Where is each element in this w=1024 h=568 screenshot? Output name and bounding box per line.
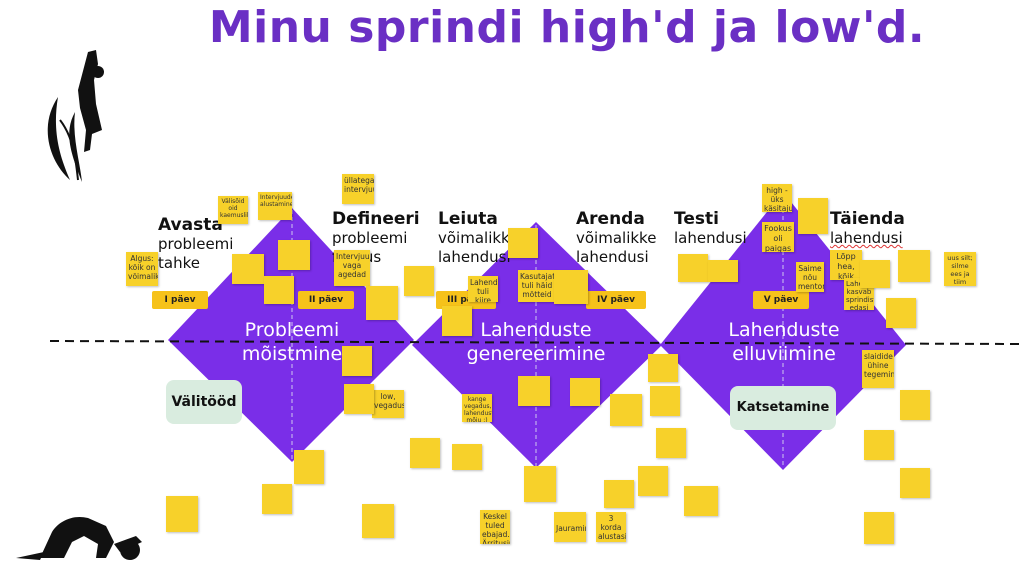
- sticky-note: Välisõid oid kaemuslikud...: [218, 196, 248, 224]
- phase-ideate: Leiuta võimalikke lahendusi: [438, 209, 519, 267]
- sticky-note: [610, 394, 642, 426]
- sticky-note: [898, 250, 930, 282]
- sticky-note: [798, 198, 828, 234]
- sticky-note: [362, 504, 394, 538]
- sticky-note: [604, 480, 634, 508]
- sticky-note: [278, 240, 310, 270]
- sticky-note: [860, 260, 890, 288]
- sticky-note: [656, 428, 686, 458]
- sticky-note: Keskel tuled ebajad. Ärritusin.: [480, 510, 510, 544]
- sticky-note: [864, 512, 894, 544]
- sticky-note: uus silt; silme ees ja tiim töötab hästi…: [944, 252, 976, 286]
- day-tag-1: I päev: [152, 291, 208, 309]
- sticky-note: [264, 276, 294, 304]
- sticky-note: [410, 438, 440, 468]
- sticky-note: Intervjuude alustamine...: [258, 192, 292, 220]
- sticky-note: [452, 444, 482, 470]
- phase-refine: Täienda lahendusi: [830, 209, 905, 248]
- phase-discover: Avasta probleemi tahke: [158, 215, 234, 273]
- sticky-note: [570, 378, 600, 406]
- day-tag-2: II päev: [298, 291, 354, 309]
- sticky-note: [518, 376, 550, 406]
- sticky-note: [684, 486, 718, 516]
- baseline-dashed: [49, 340, 1024, 345]
- sticky-note: Saime nõu mentorilt: [796, 262, 824, 292]
- sticky-note: [678, 254, 708, 282]
- sticky-note: kange vegadus, lahendustööd mõju :): [462, 394, 492, 422]
- sticky-note: Fookus oli paigas :D: [762, 222, 794, 252]
- sticky-note: [232, 254, 264, 284]
- testing-box: Katsetamine: [730, 386, 836, 430]
- sticky-note: [708, 260, 738, 282]
- sticky-note: Jauramine: [554, 512, 586, 542]
- page-title: Minu sprindi high'd ja low'd.: [208, 2, 926, 53]
- sticky-note: [554, 270, 588, 304]
- sticky-note: [886, 298, 916, 328]
- sticky-note: [638, 466, 668, 496]
- sticky-note: slaidide ühine tegemine: [862, 350, 894, 388]
- sticky-note: üllategad intervjuud: [342, 174, 374, 204]
- sticky-note: [524, 466, 556, 502]
- day-tag-4: IV päev: [586, 291, 646, 309]
- phase-develop: Arenda võimalikke lahendusi: [576, 209, 657, 267]
- sticky-note: Intervjuud vaga agedad: [334, 250, 370, 286]
- rising-figure-icon: [47, 50, 104, 182]
- sticky-note: low, vegadus: [372, 390, 404, 418]
- sticky-note: [166, 496, 198, 532]
- sticky-note: Lahendust tuli kiire: [468, 276, 498, 302]
- sticky-note: [900, 390, 930, 420]
- sticky-note: [442, 306, 472, 336]
- sticky-note: Algus: kõik on võimalik!: [126, 252, 158, 286]
- day-tag-5: V päev: [753, 291, 809, 309]
- sticky-note: [344, 384, 374, 414]
- sticky-note: [650, 386, 680, 416]
- sticky-note: [342, 346, 372, 376]
- sticky-note: [366, 286, 398, 320]
- phase-test: Testi lahendusi: [674, 209, 747, 248]
- sticky-note: [294, 450, 324, 484]
- sticky-note: 3 korda alustasime 0st: [596, 512, 626, 542]
- sticky-note: [508, 228, 538, 258]
- sticky-note: [648, 354, 678, 382]
- fallen-figure-icon: [16, 516, 142, 560]
- sticky-note: [404, 266, 434, 296]
- fieldwork-box: Välitööd: [166, 380, 242, 424]
- sticky-note: [262, 484, 292, 514]
- sticky-note: Kasutajatele tuli häid mõtteid: [518, 270, 556, 302]
- sticky-note: [864, 430, 894, 460]
- sticky-note: high - üks käsitajukt korraga: [762, 184, 792, 212]
- sticky-note: Lõpp hea, kõik hea: [830, 250, 862, 280]
- sticky-note: [900, 468, 930, 498]
